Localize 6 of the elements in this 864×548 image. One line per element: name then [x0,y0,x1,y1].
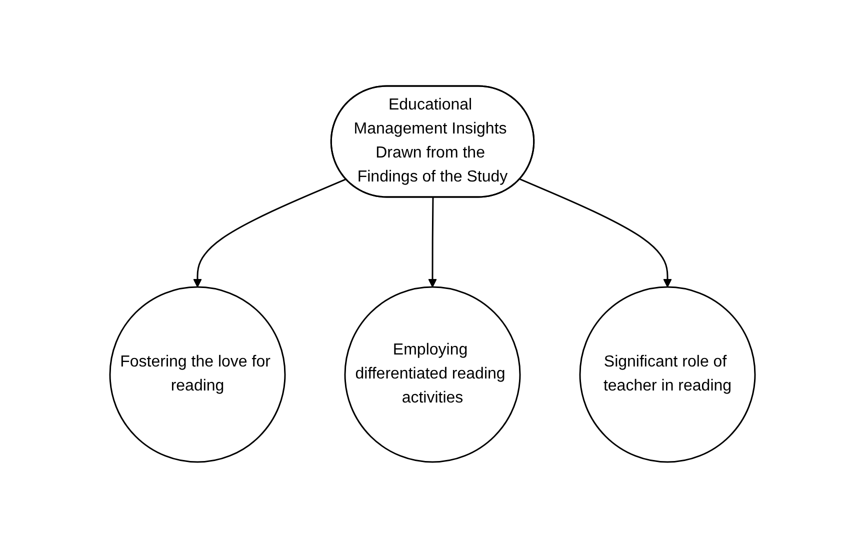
arrow [428,198,436,288]
arrow [519,178,672,288]
node-circle: Employing differentiated reading activities [344,286,520,463]
arrow [192,178,346,288]
node-circle: Significant role of teacher in reading [578,286,756,463]
node-circle: Fostering the love for reading [108,286,286,463]
